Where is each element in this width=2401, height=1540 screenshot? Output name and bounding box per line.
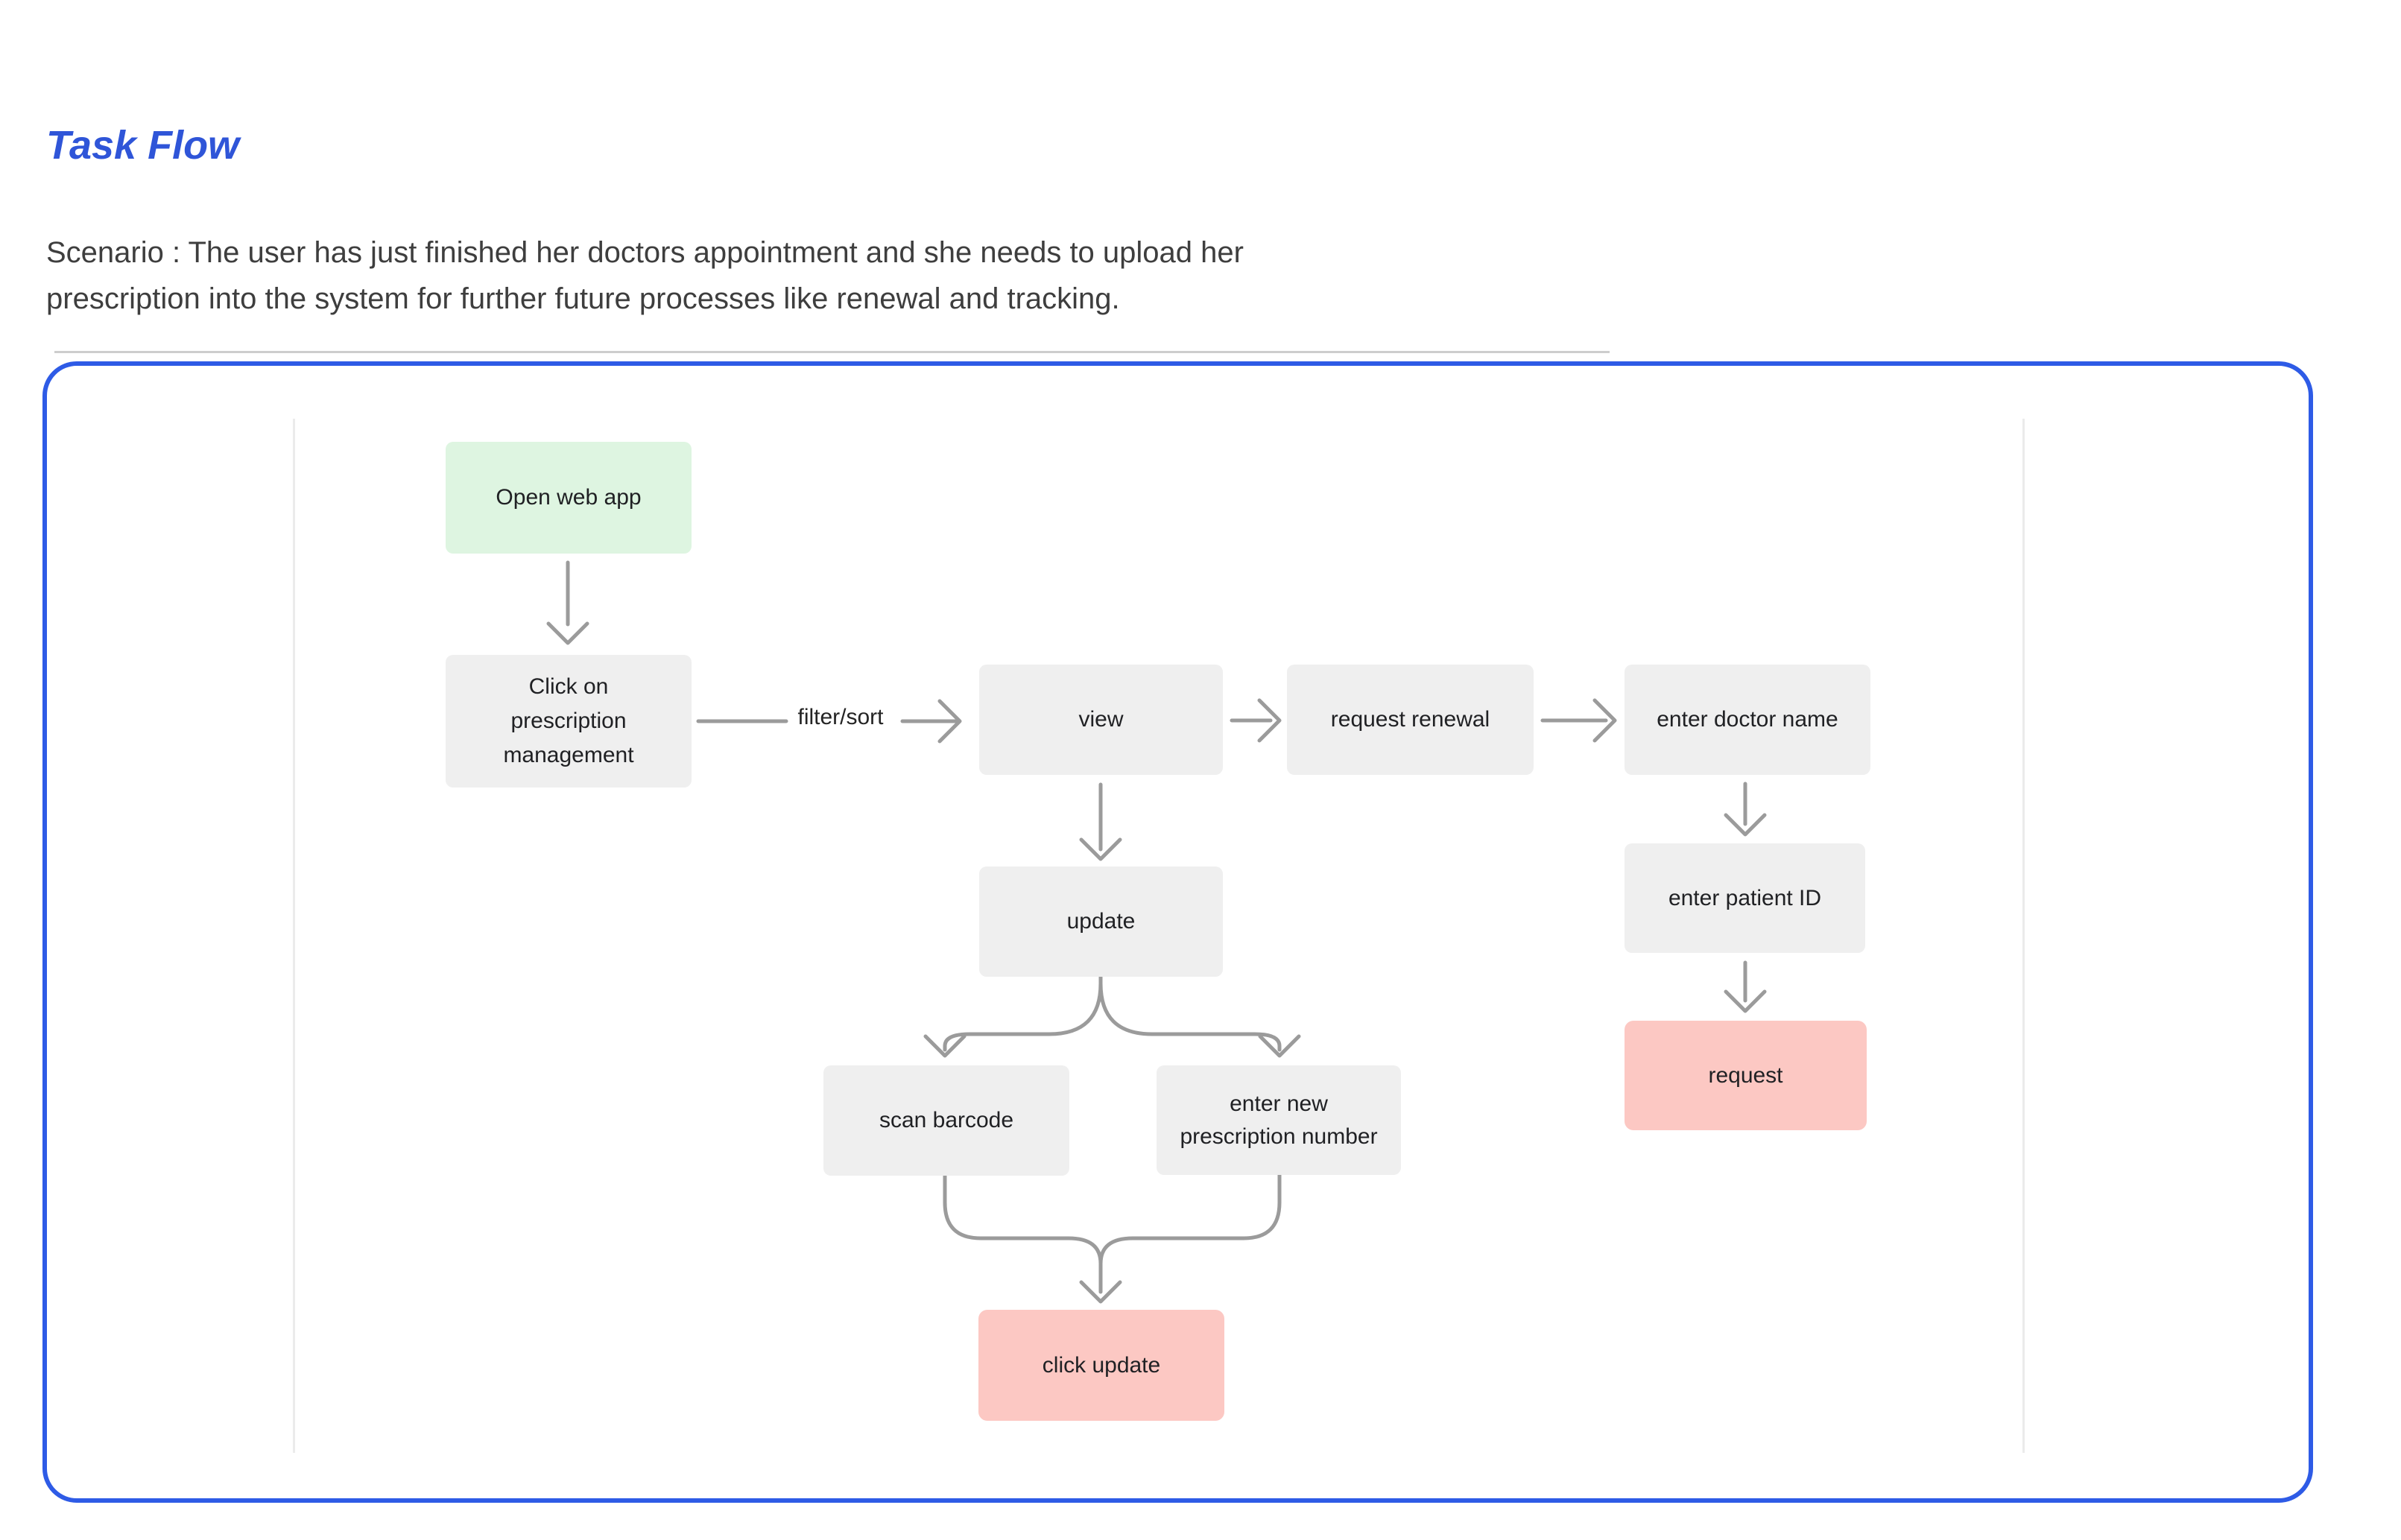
scenario-text: Scenario : The user has just finished he… xyxy=(46,229,1244,322)
flow-node-enter-patient-id: enter patient ID xyxy=(1625,843,1865,953)
frame-left-edge-line xyxy=(293,419,295,1453)
node-label: Open web app xyxy=(496,485,642,510)
flow-node-click-prescription-management: Click on prescription management xyxy=(446,655,692,788)
scenario-line-1: Scenario : The user has just finished he… xyxy=(46,236,1244,269)
flow-node-enter-doctor-name: enter doctor name xyxy=(1625,665,1870,775)
node-label: request renewal xyxy=(1330,707,1490,732)
node-label: enter new prescription number xyxy=(1180,1091,1378,1149)
edge-label-filter-sort: filter/sort xyxy=(797,705,884,729)
flow-node-click-update: click update xyxy=(978,1310,1224,1421)
node-label: update xyxy=(1066,909,1136,934)
flow-node-open-web-app: Open web app xyxy=(446,442,692,554)
task-flow-frame xyxy=(42,361,2313,1503)
node-label: scan barcode xyxy=(879,1108,1014,1132)
node-label: Click on prescription management xyxy=(503,674,634,767)
page-title: Task Flow xyxy=(46,123,240,168)
flow-node-update: update xyxy=(979,866,1223,977)
flow-node-scan-barcode: scan barcode xyxy=(823,1065,1069,1176)
scenario-line-2: prescription into the system for further… xyxy=(46,282,1120,315)
flow-node-enter-new-prescription-number: enter new prescription number xyxy=(1157,1065,1401,1175)
node-label: request xyxy=(1708,1062,1783,1088)
node-label: enter doctor name xyxy=(1657,707,1838,732)
flow-node-request: request xyxy=(1625,1021,1867,1130)
node-label: enter patient ID xyxy=(1668,885,1822,910)
flow-node-request-renewal: request renewal xyxy=(1287,665,1534,775)
frame-right-edge-line xyxy=(2022,419,2025,1453)
frame-top-edge-line xyxy=(54,351,1610,353)
node-label: view xyxy=(1078,707,1124,732)
node-label: click update xyxy=(1042,1352,1161,1378)
flow-node-view: view xyxy=(979,665,1223,775)
